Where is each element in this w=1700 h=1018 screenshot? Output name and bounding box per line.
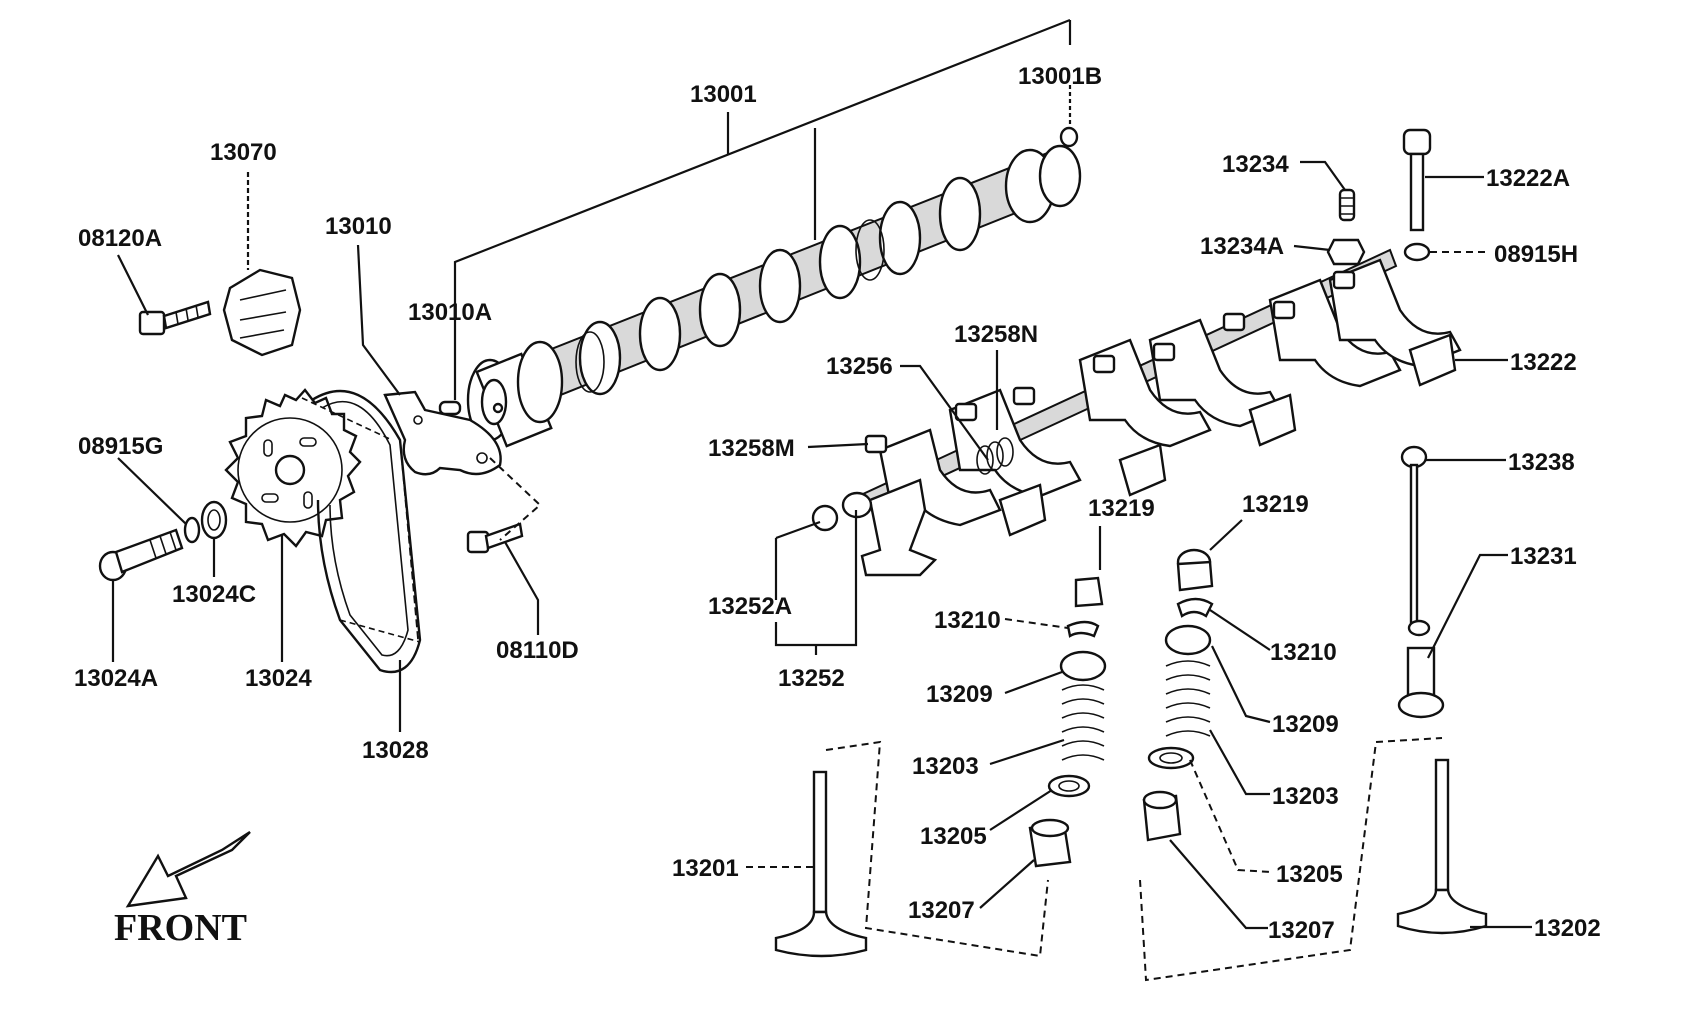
valve-stack-right <box>1142 548 1214 842</box>
label-13203-left: 13203 <box>912 753 979 780</box>
label-13252A: 13252A <box>708 593 792 620</box>
label-13205-right: 13205 <box>1276 861 1343 888</box>
label-13234: 13234 <box>1222 151 1289 178</box>
label-13234A: 13234A <box>1200 233 1284 260</box>
label-13222: 13222 <box>1510 349 1577 376</box>
label-13258N: 13258N <box>954 321 1038 348</box>
washer <box>183 516 201 544</box>
timing-chain <box>301 389 422 674</box>
label-13207-right: 13207 <box>1268 917 1335 944</box>
leader-lines <box>111 18 1532 982</box>
label-13201: 13201 <box>672 855 739 882</box>
sprocket-washer <box>200 500 228 540</box>
label-13256: 13256 <box>826 353 893 380</box>
label-08915H: 08915H <box>1494 241 1578 268</box>
sprocket-bolt <box>98 528 184 582</box>
thrust-plate-bolt <box>466 522 524 554</box>
label-13205-left: 13205 <box>920 823 987 850</box>
label-13203-right: 13203 <box>1272 783 1339 810</box>
label-13222A: 13222A <box>1486 165 1570 192</box>
label-08915G: 08915G <box>78 433 163 460</box>
label-13070: 13070 <box>210 139 277 166</box>
label-13207-left: 13207 <box>908 897 975 924</box>
label-13219-left: 13219 <box>1088 495 1155 522</box>
label-13210-left: 13210 <box>934 607 1001 634</box>
tensioner-bolt <box>138 300 212 336</box>
label-13231: 13231 <box>1510 543 1577 570</box>
label-13219-right: 13219 <box>1242 491 1309 518</box>
exhaust-valve <box>1396 758 1488 935</box>
label-13024C: 13024C <box>172 581 256 608</box>
chain-tensioner <box>222 268 302 357</box>
label-13001: 13001 <box>690 81 757 108</box>
label-13024A: 13024A <box>74 665 158 692</box>
rocker-support-bolt <box>1402 128 1432 262</box>
label-13024: 13024 <box>245 665 312 692</box>
camshaft <box>466 144 1082 448</box>
adjusting-screw <box>1326 188 1366 266</box>
rocker-shaft-assembly <box>811 248 1462 577</box>
label-13252: 13252 <box>778 665 845 692</box>
label-13028: 13028 <box>362 737 429 764</box>
thrust-plate <box>383 390 502 476</box>
label-13258M: 13258M <box>708 435 795 462</box>
valve-stack-left <box>1028 576 1107 868</box>
label-13010A: 13010A <box>408 299 492 326</box>
label-08110D: 08110D <box>496 637 579 664</box>
push-rod <box>1400 445 1431 637</box>
valve-lifter <box>1397 646 1445 719</box>
label-13010: 13010 <box>325 213 392 240</box>
front-label: FRONT <box>114 907 247 949</box>
part-labels: 13001 13001B 13070 08120A 13010 13010A 0… <box>74 63 1601 949</box>
cam-pin <box>438 400 462 416</box>
label-13209-right: 13209 <box>1272 711 1339 738</box>
label-13209-left: 13209 <box>926 681 993 708</box>
label-13202: 13202 <box>1534 915 1601 942</box>
label-13001B: 13001B <box>1018 63 1102 90</box>
label-13210-right: 13210 <box>1270 639 1337 666</box>
front-arrow <box>125 830 251 908</box>
cam-sprocket <box>224 388 362 548</box>
cam-end-plug <box>1059 126 1079 148</box>
intake-valve <box>774 770 868 958</box>
label-13238: 13238 <box>1508 449 1575 476</box>
label-08120A: 08120A <box>78 225 162 252</box>
